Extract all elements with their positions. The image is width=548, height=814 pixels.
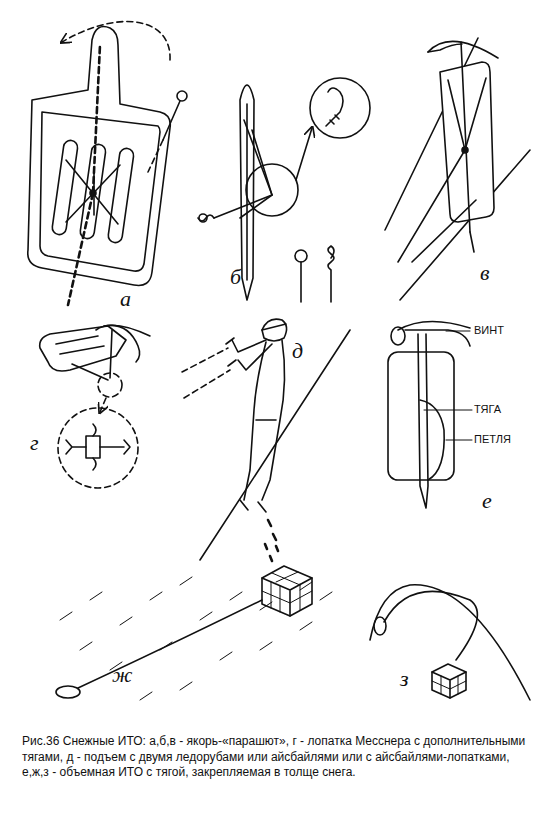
- parachute-stake-stroke: [295, 250, 307, 262]
- parachute-plate-stroke: [177, 91, 187, 101]
- climber-figure: [182, 319, 350, 561]
- buried-block-crest-stroke: [432, 672, 466, 698]
- buried-block-crest-stroke: [432, 676, 466, 694]
- parachute-stake-stroke: [214, 195, 272, 218]
- parachute-stake-stroke: [300, 262, 302, 302]
- messner-shovel-stroke: [98, 373, 122, 397]
- parachute-plate-stroke: [107, 147, 134, 243]
- parachute-stake-stroke: [296, 128, 312, 180]
- volume-anchor-stroke: [446, 440, 472, 441]
- parachute-plate-stroke: [148, 140, 163, 172]
- messner-shovel-stroke: [96, 325, 150, 336]
- parachute-stake: [198, 78, 370, 302]
- parachute-stake-stroke: [310, 78, 370, 138]
- parachute-plate: [28, 22, 187, 305]
- parachute-stake-stroke: [252, 130, 272, 195]
- panel-letter: ж: [112, 664, 132, 686]
- parachute-plate-stroke: [40, 112, 160, 271]
- parachute-plate-stroke: [93, 45, 100, 193]
- buried-block-crest-stroke: [374, 617, 386, 635]
- climber-figure-stroke: [256, 419, 276, 421]
- parachute-plate-stroke: [68, 193, 93, 305]
- parachute-stake-stroke: [326, 88, 343, 126]
- messner-shovel-stroke: [66, 440, 130, 454]
- axe-anchor-stroke: [440, 62, 494, 222]
- parachute-stake-stroke: [328, 246, 334, 302]
- volume-anchor-stroke: [424, 410, 472, 411]
- buried-block-crest-stroke: [384, 591, 477, 660]
- figure-caption: Рис.36 Снежные ИТО: а,б,в - якорь-«параш…: [22, 734, 527, 781]
- panel-letter: в: [480, 262, 490, 284]
- panel-letter: з: [400, 668, 409, 690]
- climber-figure-stroke: [262, 319, 287, 341]
- volume-anchor: [388, 321, 472, 508]
- messner-shovel-stroke: [72, 364, 108, 380]
- messner-shovel-stroke: [40, 326, 126, 371]
- volume-anchor-stroke: [388, 352, 454, 480]
- buried-block-slope-stroke: [56, 686, 80, 698]
- volume-anchor-stroke: [420, 400, 444, 480]
- axe-anchor: [385, 38, 530, 300]
- parachute-plate-stroke: [51, 139, 78, 235]
- messner-shovel: [40, 325, 150, 488]
- volume-anchor-stroke: [446, 331, 470, 332]
- messner-shovel-stroke: [86, 436, 100, 458]
- messner-shovel-stroke: [110, 330, 112, 378]
- panel-letter: а: [120, 288, 131, 310]
- climber-figure-stroke: [232, 340, 266, 352]
- buried-block-crest: [370, 585, 530, 700]
- axe-anchor-stroke: [465, 78, 486, 150]
- panel-letter: б: [230, 266, 241, 288]
- volume-anchor-stroke: [405, 330, 470, 346]
- axe-anchor-stroke: [398, 150, 465, 262]
- buried-block-slope-stroke: [262, 578, 312, 616]
- axe-anchor-stroke: [448, 80, 465, 150]
- parachute-plate-stroke: [163, 101, 180, 140]
- panel-letter: г: [30, 432, 39, 454]
- volume-anchor-stroke: [391, 327, 405, 345]
- climber-figure-stroke: [182, 348, 228, 372]
- buried-block-slope: [56, 566, 332, 700]
- panel-letter: е: [482, 490, 492, 512]
- buried-block-slope-stroke: [262, 566, 312, 616]
- panel-letter: д: [292, 340, 303, 362]
- buried-block-crest-stroke: [370, 585, 530, 700]
- climber-figure-stroke: [238, 344, 272, 370]
- parachute-plate-stroke: [28, 27, 171, 286]
- messner-shovel-stroke: [100, 398, 106, 412]
- axe-anchor-stroke: [412, 200, 476, 262]
- buried-block-crest-stroke: [432, 664, 466, 698]
- messner-shovel-stroke: [56, 336, 104, 354]
- part-label: ПЕТЛЯ: [474, 434, 511, 445]
- volume-anchor-stroke: [398, 321, 470, 330]
- part-label: ВИНТ: [474, 325, 504, 336]
- buried-block-slope-stroke: [262, 572, 312, 612]
- messner-shovel-stroke: [58, 408, 138, 488]
- climber-figure-stroke: [200, 330, 350, 560]
- climber-figure-stroke: [262, 324, 286, 330]
- part-label: ТЯГА: [474, 404, 501, 415]
- axe-anchor-stroke: [428, 44, 462, 52]
- climber-figure-stroke: [226, 338, 236, 366]
- climber-figure-stroke: [240, 500, 266, 512]
- volume-anchor-stroke: [418, 334, 428, 508]
- messner-shovel-stroke: [104, 325, 140, 362]
- parachute-stake-stroke: [198, 215, 214, 221]
- buried-block-slope-stroke: [60, 577, 332, 700]
- parachute-stake-stroke: [240, 85, 254, 300]
- climber-figure-stroke: [184, 370, 230, 398]
- messner-shovel-stroke: [93, 424, 96, 470]
- buried-block-slope-stroke: [78, 600, 262, 688]
- axe-anchor-stroke: [428, 41, 498, 58]
- parachute-stake-stroke: [199, 214, 207, 222]
- climber-figure-stroke: [265, 520, 278, 561]
- axe-anchor-stroke: [470, 232, 474, 252]
- parachute-stake-stroke: [240, 120, 272, 218]
- climber-figure-stroke: [244, 342, 266, 500]
